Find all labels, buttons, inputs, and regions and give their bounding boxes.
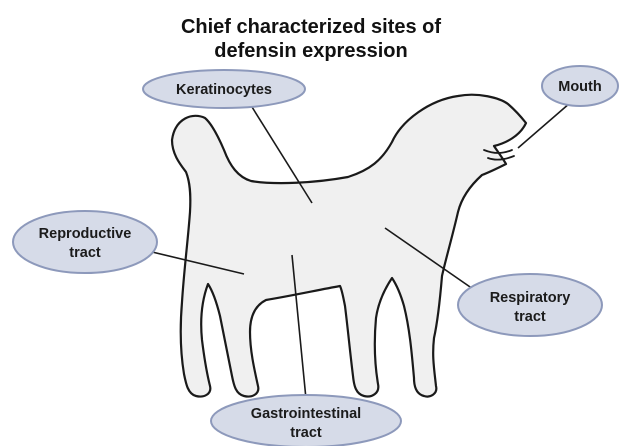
gastrointestinal-tract-label: Gastrointestinal tract (211, 395, 401, 446)
respiratory-text-line-2: tract (514, 309, 546, 325)
mouth-text: Mouth (558, 79, 601, 95)
gastrointestinal-text-line-1: Gastrointestinal (251, 406, 361, 422)
title-line-2: defensin expression (214, 40, 407, 62)
reproductive-tract-pill (13, 211, 157, 273)
respiratory-tract-label: Respiratory tract (458, 274, 602, 336)
respiratory-text-line-1: Respiratory (490, 290, 571, 306)
keratinocytes-label: Keratinocytes (143, 70, 305, 108)
gastrointestinal-text-line-2: tract (290, 425, 322, 441)
dog-silhouette-icon (172, 95, 526, 397)
mouth-label: Mouth (542, 66, 618, 106)
reproductive-text-line-2: tract (69, 245, 101, 261)
reproductive-text-line-1: Reproductive (39, 226, 132, 242)
keratinocytes-text: Keratinocytes (176, 82, 272, 98)
reproductive-tract-label: Reproductive tract (13, 211, 157, 273)
title-line-1: Chief characterized sites of (181, 16, 441, 38)
